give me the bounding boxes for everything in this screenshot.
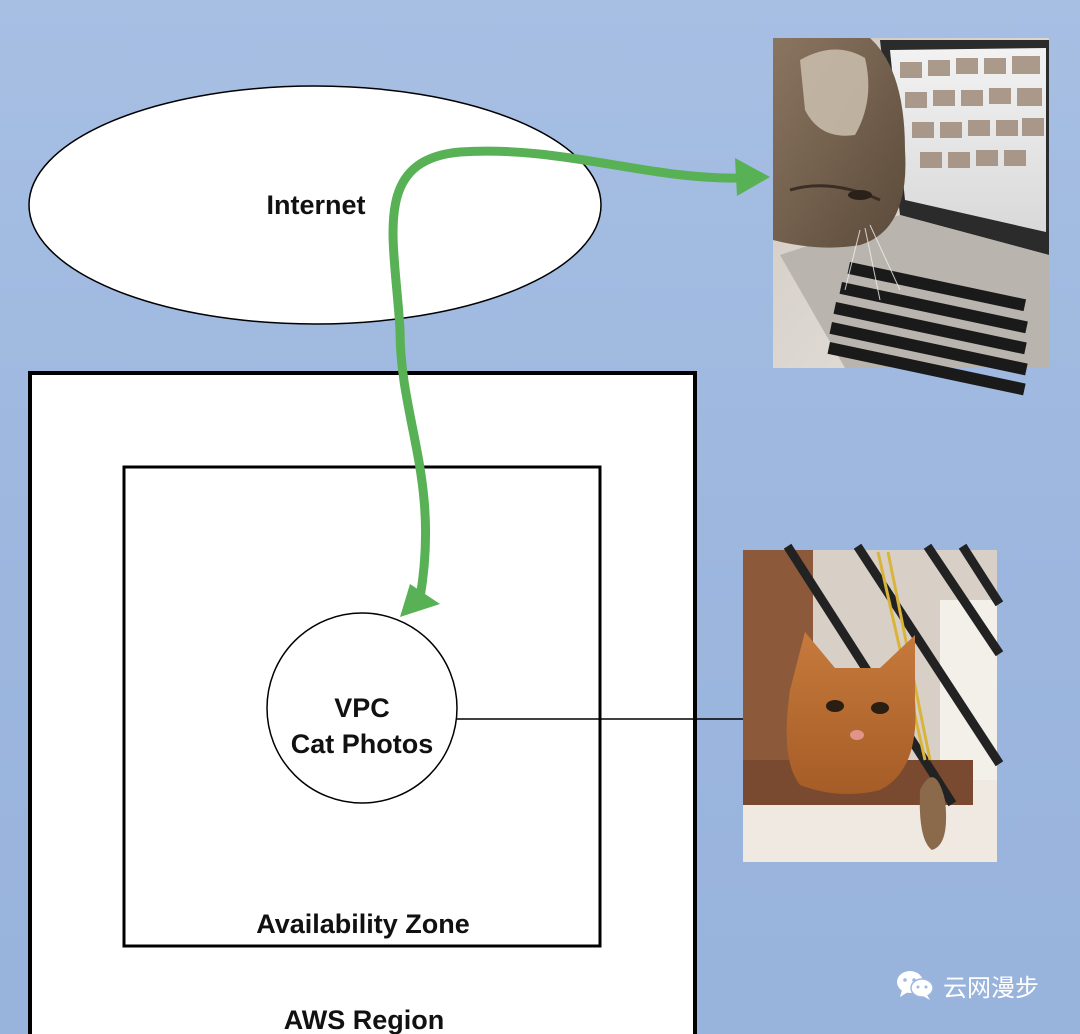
internet-label: Internet — [266, 190, 365, 220]
orange-cat-photo — [743, 543, 1004, 862]
internet-vpc-arrow — [388, 146, 745, 603]
vpc-name-label: Cat Photos — [291, 729, 434, 759]
arrowhead-down — [400, 584, 440, 617]
internet-ellipse — [28, 85, 602, 325]
wechat-icon — [897, 971, 934, 1000]
vpc-circle — [266, 612, 458, 804]
cat-on-laptop-photo — [773, 38, 1049, 396]
vpc-label: VPC — [334, 693, 390, 723]
availability-zone-label: Availability Zone — [256, 909, 470, 939]
watermark-text: 云网漫步 — [943, 973, 1039, 1002]
aws-region-label: AWS Region — [284, 1005, 445, 1034]
arrowhead-right — [735, 158, 770, 196]
watermark: 云网漫步 — [895, 965, 1039, 1005]
